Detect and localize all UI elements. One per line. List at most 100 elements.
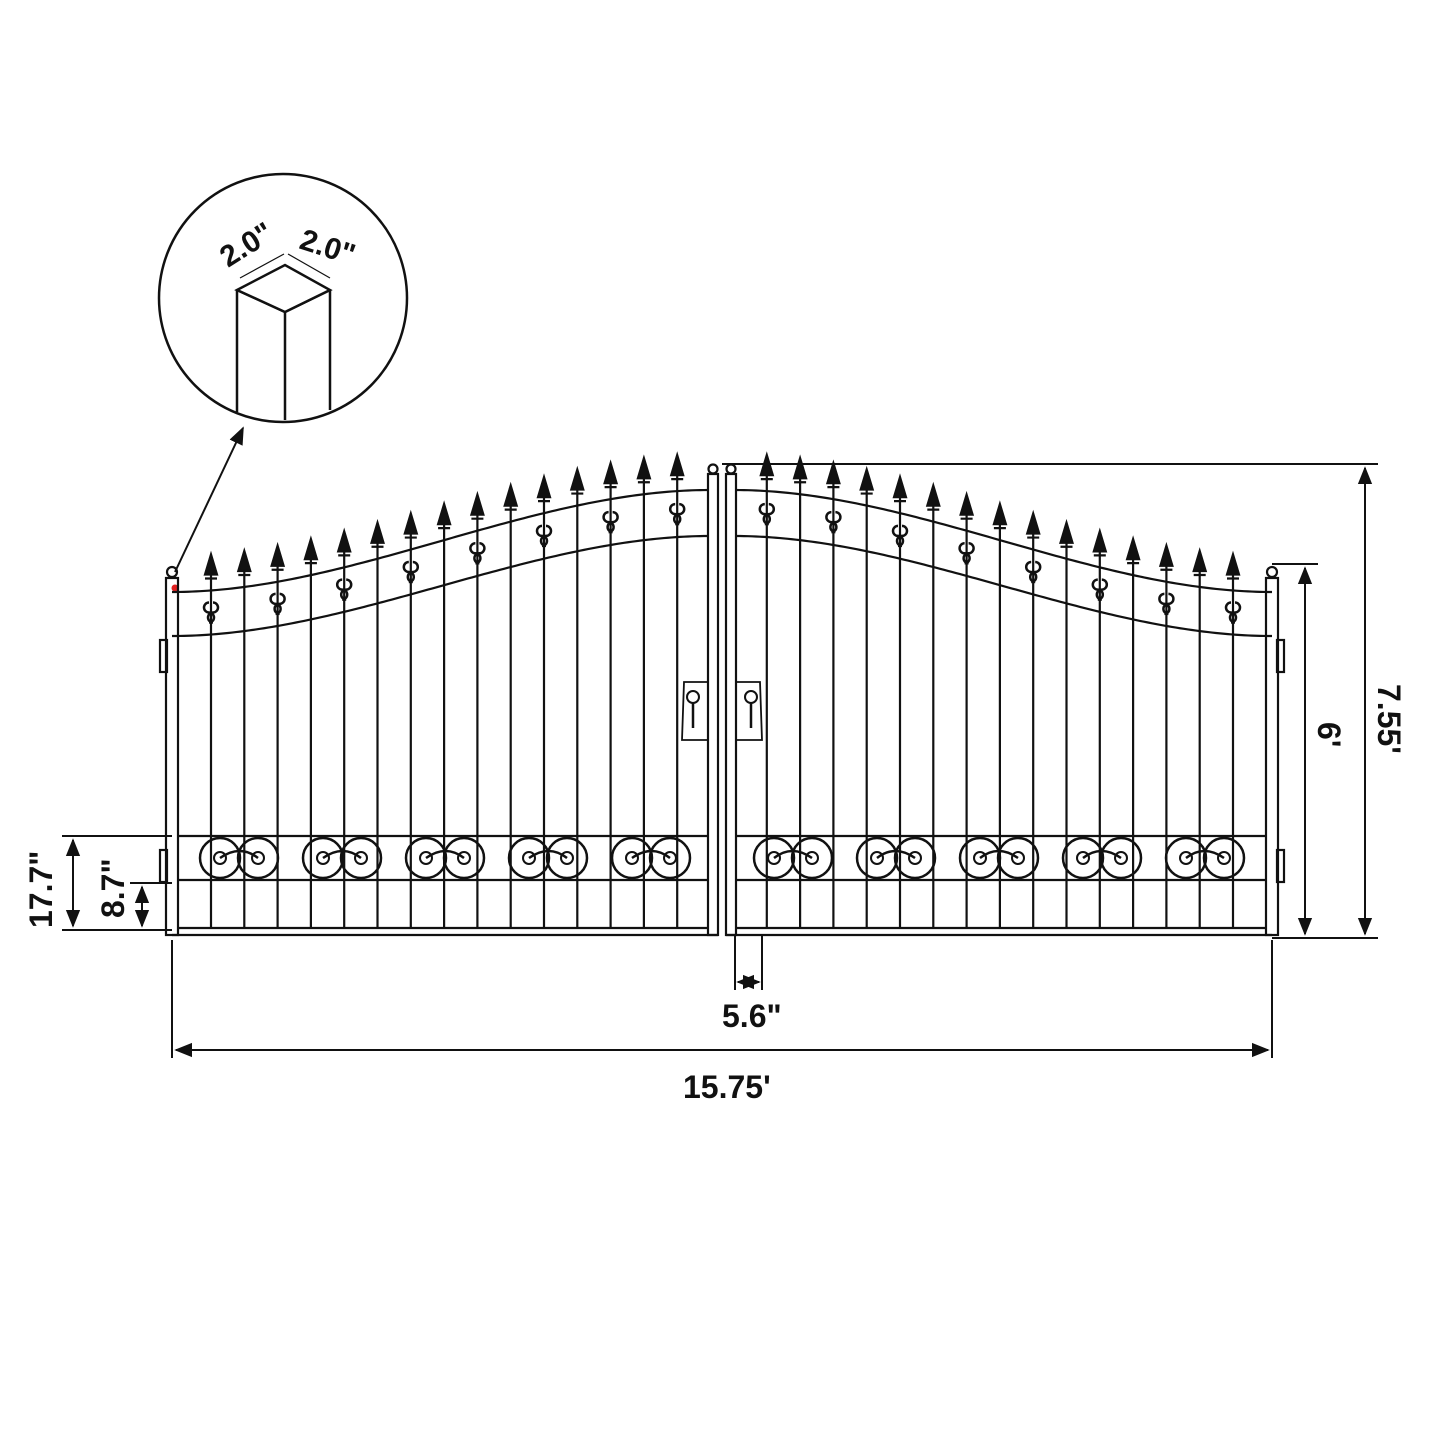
scroll-ornament-icon [457, 851, 471, 865]
spear-finial-icon [1025, 509, 1041, 535]
scroll-ornament-icon [891, 524, 905, 548]
scroll-ornament-icon [1179, 851, 1193, 865]
scroll-ornament-icon [340, 578, 353, 601]
scroll-ornament-icon [1202, 836, 1246, 880]
spear-finial-icon [1193, 570, 1206, 587]
scroll-ornament-icon [893, 836, 937, 880]
scroll-ornament-icon [560, 851, 574, 865]
spear-finial-icon [371, 542, 384, 559]
scroll-ornament-icon [339, 836, 383, 880]
scroll-ornament-icon [425, 849, 465, 860]
spear-finial-icon [859, 465, 875, 491]
post-marker [171, 584, 179, 592]
scroll-ornament-icon [631, 849, 671, 860]
spear-finial-icon [303, 535, 319, 561]
scroll-ornament-icon [895, 524, 909, 548]
scroll-ornament-icon [1011, 851, 1025, 865]
inset-pointer-arrow [174, 426, 244, 573]
scroll-ornament-icon [1158, 592, 1171, 616]
spear-finial-icon [1027, 533, 1040, 550]
second-rail [171, 534, 709, 638]
spear-finial-icon [403, 509, 419, 535]
spear-finial-icon [471, 514, 484, 531]
hinge-icon [158, 848, 169, 884]
scroll-ornament-icon [198, 836, 242, 880]
scroll-ornament-icon [979, 849, 1019, 860]
spear-finial-icon [669, 451, 685, 477]
spear-finial-icon [993, 524, 1006, 541]
scroll-ornament-icon [767, 851, 781, 865]
spear-finial-icon [370, 518, 385, 544]
scroll-ornament-icon [269, 592, 282, 616]
spear-finial-icon [538, 497, 550, 514]
spear-finial-icon [1227, 574, 1239, 591]
scroll-ornament-icon [752, 836, 796, 880]
post-cap-icon [1265, 565, 1279, 579]
post-cap-icon [165, 565, 179, 579]
post-detail-inset: 2.0" 2.0" [157, 172, 409, 592]
scroll-ornament-icon [251, 851, 265, 865]
handle-icon [686, 690, 700, 704]
scroll-ornament-icon [1029, 560, 1042, 584]
spear-finial-icon [959, 490, 975, 516]
scroll-ornament-icon [473, 542, 486, 565]
spear-finial-icon [827, 483, 840, 500]
post-cap-icon [707, 463, 719, 475]
spear-finial-icon [894, 497, 906, 514]
scroll-ornament-icon [202, 601, 216, 624]
scroll-ornament-icon [908, 851, 922, 865]
scroll-ornament-icon [522, 851, 536, 865]
spear-finial-icon [338, 551, 351, 568]
spear-finial-icon [1059, 518, 1074, 544]
scroll-ornament-icon [535, 524, 549, 548]
scroll-ornament-icon [1224, 601, 1238, 624]
spear-finial-icon [236, 547, 252, 573]
spear-finial-icon [238, 570, 251, 587]
spear-finial-icon [503, 481, 519, 507]
handle-icon [744, 690, 758, 704]
scroll-ornament-icon [962, 542, 975, 565]
scroll-ornament-icon [825, 510, 838, 534]
overall-width-label: 15.75' [683, 1069, 771, 1105]
gate-height-label: 6' [1311, 722, 1347, 747]
scroll-ornament-icon [1095, 578, 1108, 601]
spear-finial-icon [1060, 542, 1073, 559]
spear-finial-icon [336, 527, 352, 553]
latch-post [706, 472, 720, 937]
hinge-icon [1275, 638, 1286, 674]
scroll-ornament-icon [1185, 849, 1225, 860]
scroll-ornament-icon [442, 836, 486, 880]
scroll-ornament-icon [606, 510, 619, 534]
spear-finial-icon [637, 478, 650, 495]
spear-finial-icon [1127, 559, 1140, 576]
spear-finial-icon [1192, 547, 1208, 573]
post-icon [234, 263, 333, 420]
spear-finial-icon [927, 505, 940, 522]
bottom-clearance-label: 8.7" [95, 858, 131, 918]
scroll-ornament-icon [402, 560, 415, 584]
spear-finial-icon [1225, 550, 1241, 576]
latch-plate-icon [736, 681, 763, 741]
scroll-ornament-icon [855, 836, 899, 880]
latch-post [724, 472, 738, 937]
scroll-ornament-icon [301, 836, 345, 880]
spear-finial-icon [536, 473, 552, 499]
scroll-ornament-icon [469, 542, 482, 565]
scroll-ornament-icon [236, 836, 280, 880]
spear-finial-icon [792, 454, 808, 480]
scroll-ornament-icon [762, 502, 775, 526]
latch-plate-icon [681, 681, 708, 741]
scroll-ornament-icon [625, 851, 639, 865]
spear-finial-icon [636, 454, 652, 480]
dimension-lines [62, 463, 1378, 1058]
scroll-ornament-icon [1217, 851, 1231, 865]
scroll-ornament-icon [419, 851, 433, 865]
scroll-ornament-icon [1228, 601, 1242, 624]
spear-finial-icon [1092, 527, 1108, 553]
spear-finial-icon [504, 505, 517, 522]
spear-finial-icon [892, 473, 908, 499]
top-rail [735, 488, 1273, 594]
scroll-ornament-icon [316, 851, 330, 865]
lower-panel-label: 17.7" [23, 851, 59, 928]
